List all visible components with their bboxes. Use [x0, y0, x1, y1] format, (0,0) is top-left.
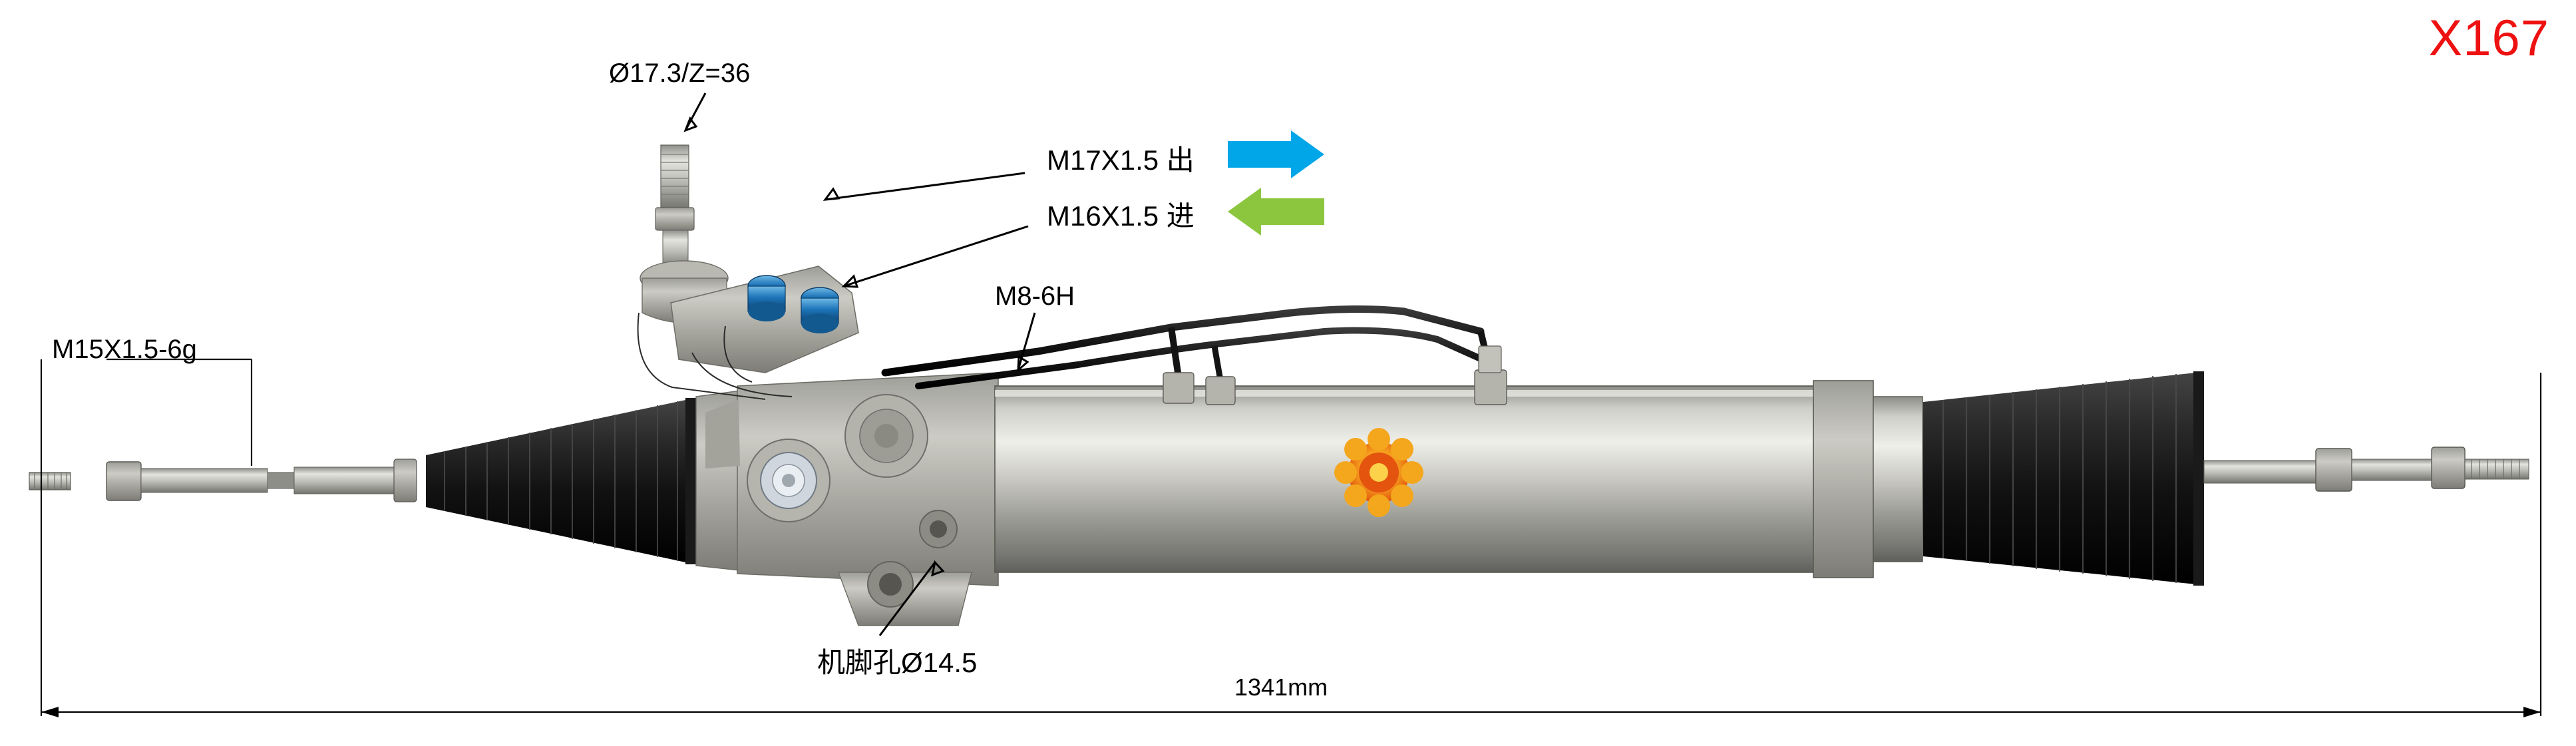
- right-tie-rod: [2203, 447, 2529, 492]
- hydraulic-pipes: [881, 305, 1507, 405]
- left-bellows-boot: [426, 398, 697, 564]
- label-in-port: M16X1.5 进: [1047, 200, 1195, 232]
- out-flow-arrow: [1228, 130, 1324, 178]
- rack-tube: [994, 380, 1923, 578]
- product-label-sticker: [1334, 428, 1423, 517]
- label-overall-length: 1341mm: [1234, 673, 1328, 701]
- part-number-code: X167: [2428, 10, 2549, 67]
- port-cap-blue-2: [801, 287, 839, 333]
- pinion-valve-assembly: [637, 144, 859, 400]
- leader-lines: [683, 93, 1036, 636]
- rack-housing: [695, 372, 999, 626]
- overall-length-dimension: [40, 358, 2542, 717]
- in-flow-arrow: [1228, 188, 1324, 236]
- right-bellows-boot: [1923, 371, 2204, 586]
- label-out-port: M17X1.5 出: [1047, 144, 1195, 176]
- label-m8-thread: M8-6H: [995, 281, 1075, 311]
- left-tie-rod: [29, 459, 417, 502]
- port-cap-blue-1: [747, 275, 786, 321]
- label-mounting-hole: 机脚孔Ø14.5: [817, 647, 978, 678]
- label-shaft-spline: Ø17.3/Z=36: [609, 59, 751, 88]
- label-tie-rod-thread: M15X1.5-6g: [52, 335, 197, 364]
